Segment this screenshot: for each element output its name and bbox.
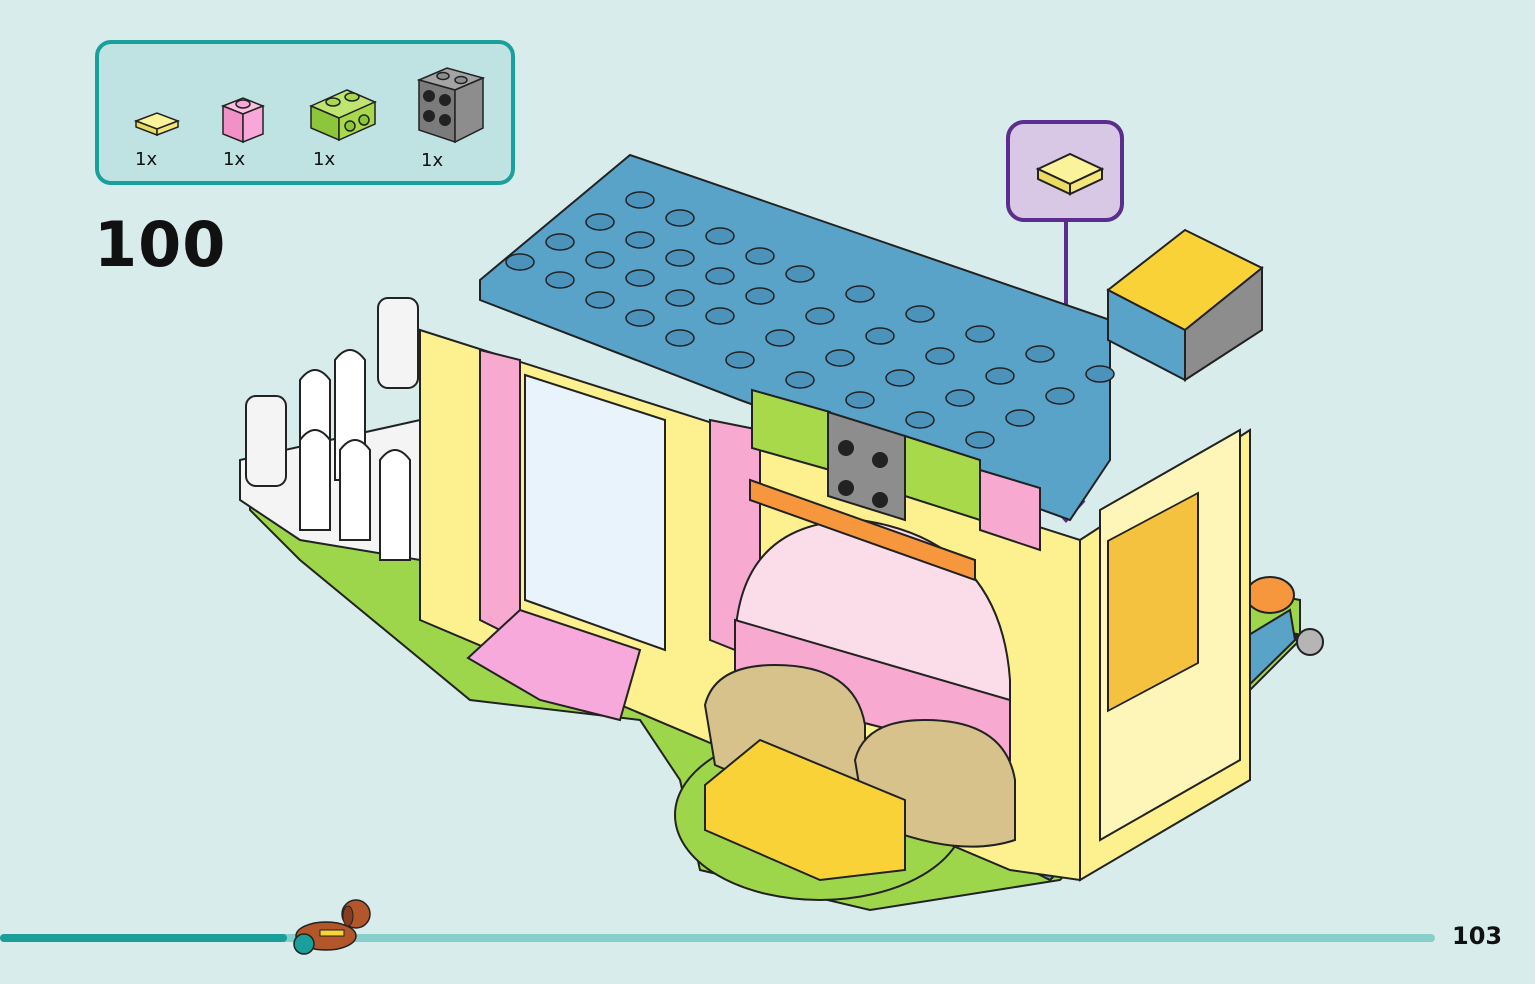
top-edge-bricks (751, 388, 1041, 552)
parts-list-panel: 1x 1x 1x (95, 40, 515, 185)
planter-boxes (703, 663, 1016, 882)
white-fence (239, 297, 421, 562)
part-gray-brick: 1x (415, 64, 487, 171)
part-quantity: 1x (313, 149, 336, 170)
dog-mascot-icon (282, 896, 378, 964)
gray-brick-2x2-icon (416, 67, 486, 144)
step-number: 100 (94, 208, 227, 281)
yellow-tile-1x1-icon (1035, 152, 1105, 196)
part-yellow-tile: 1x (133, 109, 183, 170)
roof-studs (505, 191, 1115, 449)
progress-track (0, 934, 1435, 942)
page-number: 103 (1452, 922, 1503, 950)
part-pink-brick: 1x (219, 92, 269, 170)
progress-fill (0, 934, 287, 942)
part-lime-brick: 1x (307, 84, 379, 170)
lime-brick-1x2-icon (309, 89, 377, 142)
part-quantity: 1x (135, 149, 158, 170)
chimney-block (1106, 228, 1264, 382)
yellow-tile-1x1-icon (133, 112, 181, 137)
part-quantity: 1x (421, 150, 444, 171)
pink-brick-1x1-icon (220, 97, 266, 144)
part-quantity: 1x (223, 149, 246, 170)
callout-part-box (1006, 120, 1124, 222)
pink-ramp (466, 608, 642, 722)
